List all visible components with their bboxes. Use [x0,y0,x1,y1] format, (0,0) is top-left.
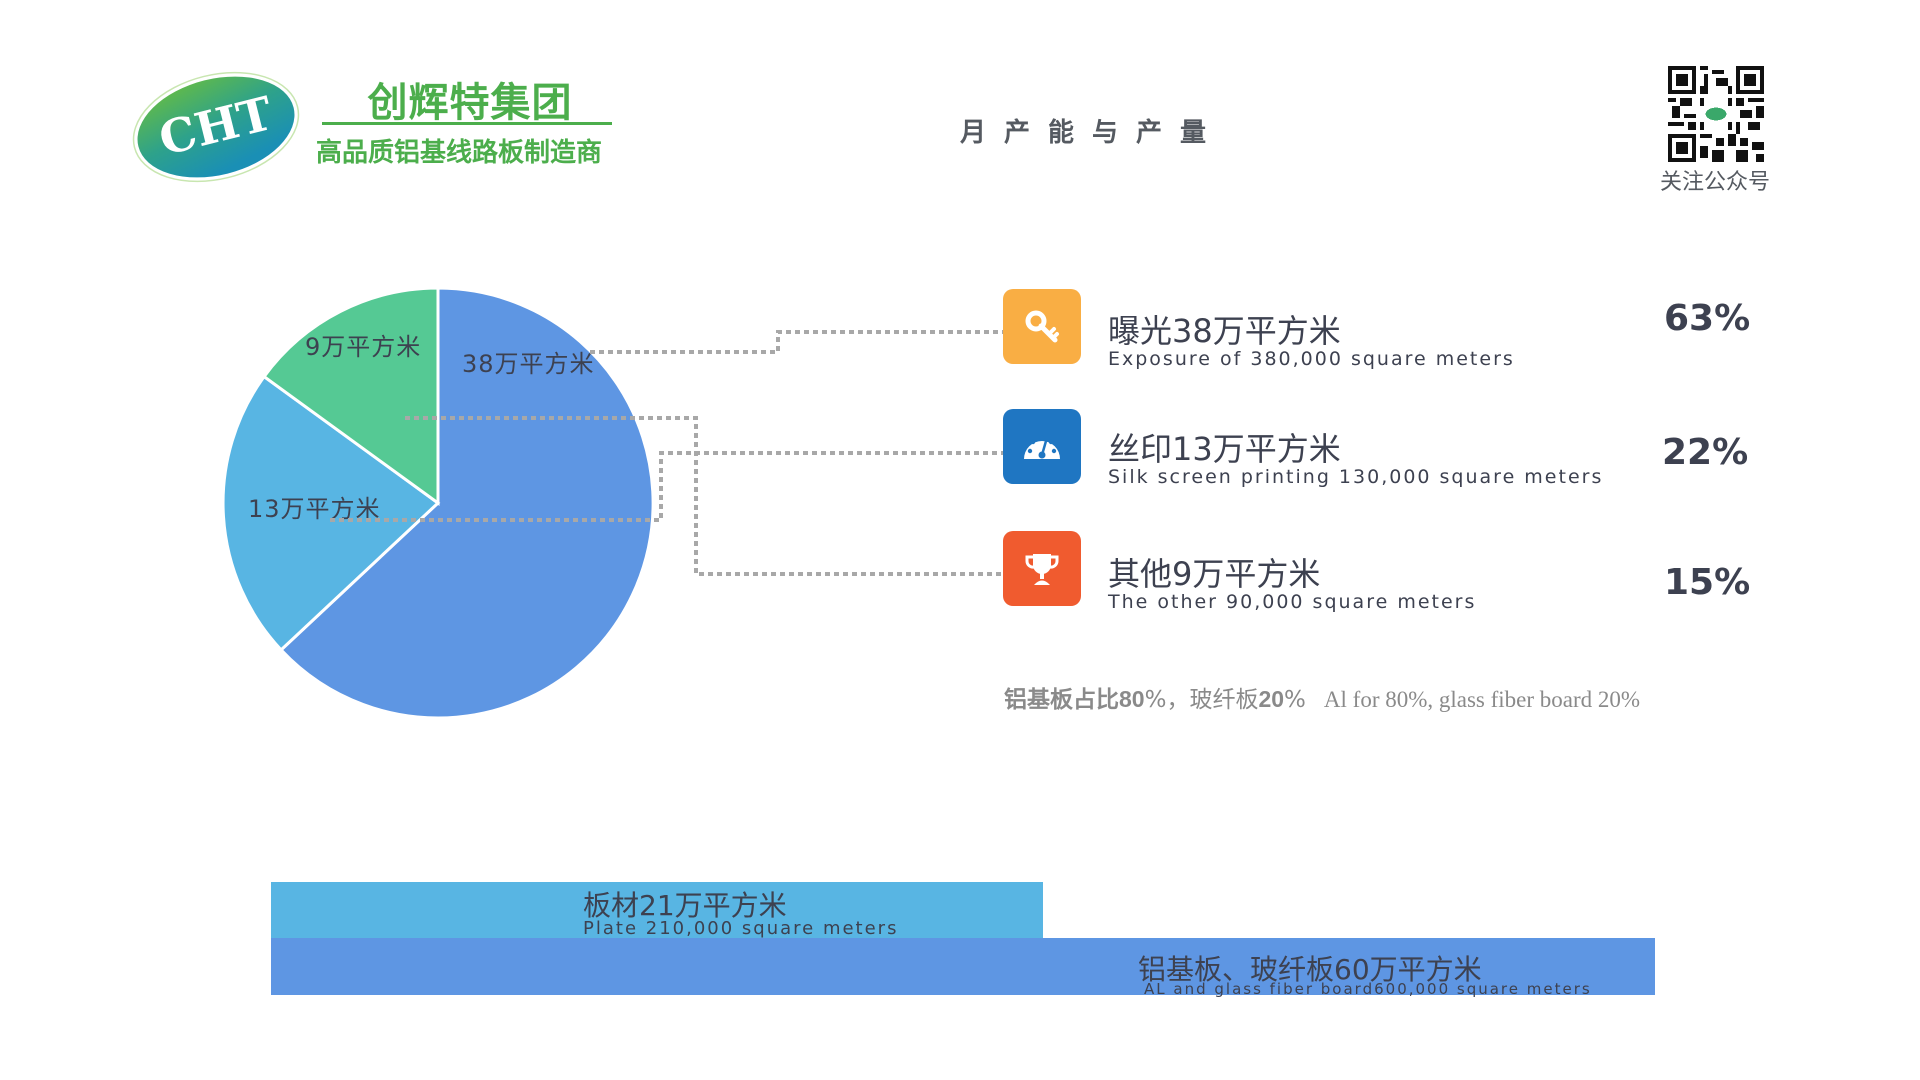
brand-divider [322,122,612,125]
bar-al-glass [271,938,1655,995]
bar-plate-title: 板材21万平方米 [583,889,787,922]
legend-title-exposure: 曝光38万平方米 [1108,312,1341,350]
legend-percent-silkscreen: 22% [1662,432,1749,473]
legend-subtitle-silkscreen: Silk screen printing 130,000 square mete… [1108,466,1604,488]
legend-subtitle-exposure: Exposure of 380,000 square meters [1108,348,1515,370]
legend-icon-other [1003,531,1081,606]
legend-icon-exposure [1003,289,1081,364]
legend-title-other: 其他9万平方米 [1108,555,1321,593]
legend-percent-exposure: 63% [1664,298,1751,339]
legend-percent-other: 15% [1664,562,1751,603]
qr-caption: 关注公众号 [1659,170,1770,195]
material-ratio-note: 铝基板占比80%，玻纤板20%Al for 80%, glass fiber b… [1004,686,1641,713]
bar-al-glass-title: 铝基板、玻纤板60万平方米 [1138,953,1482,986]
page-title: 月产能与产量 [960,118,1225,148]
brand-name: 创辉特集团 [367,80,573,126]
cht-logo: CHT [132,71,300,183]
pie-label-exposure: 38万平方米 [462,350,595,378]
pie-label-silkscreen: 13万平方米 [248,495,381,523]
bar-plate [271,882,1043,938]
brand-tagline: 高品质铝基线路板制造商 [316,138,603,168]
bar-al-glass-subtitle: AL and glass fiber board600,000 square m… [1144,980,1592,998]
pie-slice-other[interactable] [262,286,440,506]
trophy-icon [1025,553,1059,585]
gauge-icon [1024,435,1060,459]
pie-label-other: 9万平方米 [305,333,422,361]
key-icon [1025,310,1059,342]
legend-icon-silkscreen [1003,409,1081,484]
legend-title-silkscreen: 丝印13万平方米 [1108,430,1341,468]
bar-plate-subtitle: Plate 210,000 square meters [583,918,899,939]
qr-code-icon[interactable] [1668,66,1764,162]
legend-subtitle-other: The other 90,000 square meters [1108,591,1477,613]
